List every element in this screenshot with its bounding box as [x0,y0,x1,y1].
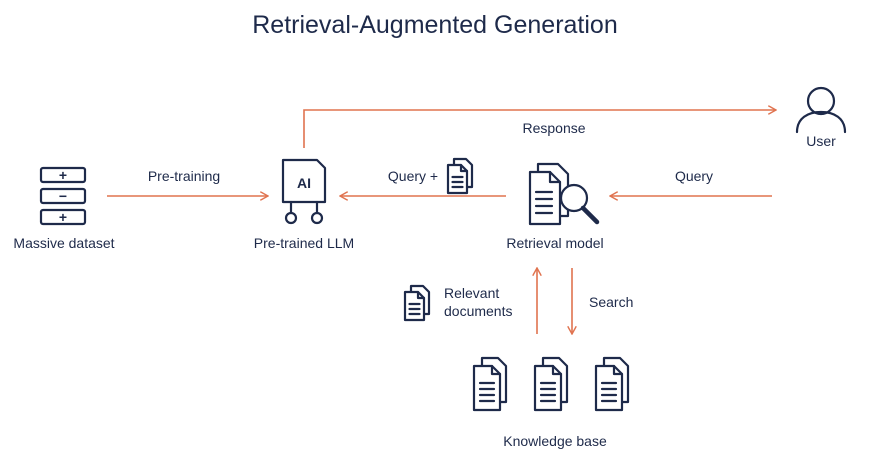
document-search-icon [528,162,600,226]
query-document-icon [446,157,474,195]
database-stack-icon: + − + [39,166,87,226]
knowledge-doc-2 [533,356,569,412]
label-pretraining: Pre-training [148,168,220,184]
label-response: Response [522,120,585,136]
dataset-symbol-minus: − [59,188,67,204]
label-search: Search [589,294,633,310]
relevant-document-icon [403,284,431,322]
label-retrieval-model: Retrieval model [506,235,603,251]
label-relevant: Relevant [444,285,499,301]
ai-badge-text: AI [297,175,311,191]
knowledge-doc-3 [594,356,630,412]
knowledge-doc-1 [472,356,508,412]
ai-chip-icon: AI [281,158,327,225]
user-icon [795,86,847,134]
label-query: Query [675,168,713,184]
dataset-symbol-plus-2: + [59,209,67,225]
label-pretrained-llm: Pre-trained LLM [254,235,354,251]
label-query-plus: Query + [388,168,438,184]
arrow-llm-to-user [303,110,776,148]
label-user: User [806,133,836,149]
label-massive-dataset: Massive dataset [13,235,114,251]
diagram-title: Retrieval-Augmented Generation [252,11,617,39]
label-documents: documents [444,303,512,319]
dataset-symbol-plus-1: + [59,167,67,183]
label-knowledge-base: Knowledge base [503,433,607,449]
document-stack-icon [472,356,630,412]
